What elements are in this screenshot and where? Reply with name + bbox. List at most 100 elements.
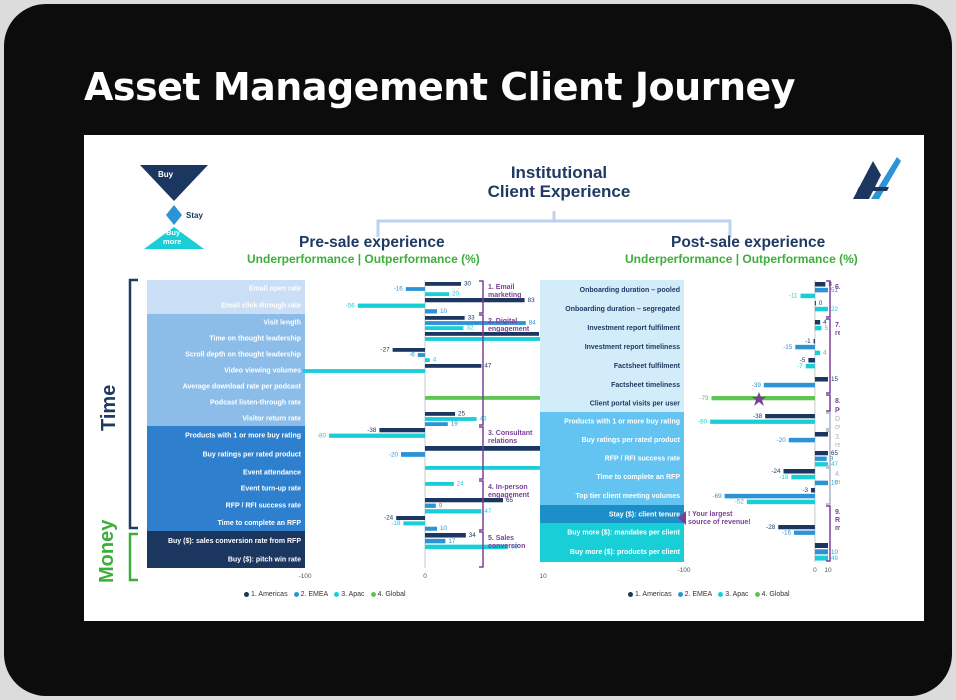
pre-bar bbox=[425, 544, 508, 550]
legend-dot-icon bbox=[334, 591, 340, 597]
pre-bar bbox=[425, 412, 455, 416]
pre-data-label: 65 bbox=[506, 497, 514, 504]
post-label-bg-4 bbox=[540, 356, 684, 375]
pre-bar bbox=[403, 521, 425, 526]
slide-canvas: Buy Stay Buy more Institutional Client E… bbox=[84, 135, 924, 621]
section-label-line: 2. Digital bbox=[488, 318, 517, 325]
cycle-stay-label: Stay bbox=[186, 211, 203, 220]
pre-label-bg-4 bbox=[147, 346, 305, 362]
post-label-bg-7 bbox=[540, 412, 684, 430]
post-label-factsheet-fulfilment: Factsheet fulfilment bbox=[614, 363, 681, 370]
pre-sale-title: Pre-sale experience bbox=[299, 234, 445, 251]
post-sale-subtitle: Underperformance | Outperformance (%) bbox=[625, 252, 858, 266]
post-tick-label: -100 bbox=[677, 567, 690, 574]
post-label-bg-0 bbox=[540, 280, 684, 299]
pre-bar bbox=[425, 321, 526, 325]
post-label-rfp-rfi-success-rate: RFP / RFI success rate bbox=[605, 456, 680, 463]
section-label-line: 1. Email bbox=[488, 284, 515, 291]
post-section-bracket bbox=[826, 467, 831, 505]
section-label-line: portal bbox=[835, 406, 840, 413]
pre-data-label: -27 bbox=[380, 346, 390, 353]
pre-label-time-on-thought-leadership: Time on thought leadership bbox=[209, 336, 301, 343]
pre-label-bg-5 bbox=[147, 362, 305, 378]
post-section-bracket bbox=[826, 280, 831, 318]
legend-dot-icon bbox=[370, 591, 376, 597]
post-tick-label: 10 bbox=[824, 567, 832, 574]
pre-bar bbox=[425, 533, 466, 538]
post-bar bbox=[814, 555, 828, 561]
post-label-bg-13 bbox=[540, 523, 684, 541]
pre-bar bbox=[425, 309, 437, 314]
pre-label-buy-ratings-per-rated-product: Buy ratings per rated product bbox=[203, 452, 302, 459]
pre-bar bbox=[425, 326, 464, 331]
section-label-line: overlap: bbox=[835, 424, 840, 431]
pre-label-bg-12 bbox=[147, 480, 305, 496]
pre-bar bbox=[405, 287, 425, 291]
post-bar bbox=[800, 293, 815, 299]
star-shape bbox=[752, 392, 766, 406]
legend-dot-icon bbox=[293, 591, 299, 597]
pre-bar bbox=[425, 538, 446, 544]
post-bar bbox=[814, 451, 828, 456]
legend-dot-icon bbox=[677, 591, 683, 597]
section-label-line: 6. Onboarding bbox=[835, 284, 840, 291]
section-label-line: 8. Client bbox=[835, 398, 840, 405]
section-label-line: 7. Client bbox=[835, 322, 840, 329]
pre-data-label: 83 bbox=[528, 297, 536, 304]
pre-bar bbox=[425, 509, 482, 514]
pre-data-label: 10 bbox=[440, 525, 448, 532]
pre-label-bg-2 bbox=[147, 314, 305, 330]
post-label-onboarding-duration-pooled: Onboarding duration – pooled bbox=[580, 287, 680, 294]
client-portal-star-icon bbox=[752, 392, 766, 406]
legend-item: 1. Americas bbox=[628, 591, 672, 598]
post-bar bbox=[814, 301, 816, 306]
post-bar bbox=[763, 382, 815, 388]
post-bar bbox=[814, 325, 822, 331]
section-label-line: conversion bbox=[488, 543, 525, 550]
pre-label-buy-pitch-win-rate: Buy ($): pitch win rate bbox=[228, 557, 301, 564]
pre-label-bg-13 bbox=[147, 496, 305, 514]
money-axis-label: Money bbox=[96, 519, 118, 583]
post-label-onboarding-duration-segregated: Onboarding duration – segregated bbox=[565, 306, 680, 313]
post-data-label: -11 bbox=[789, 293, 798, 300]
post-bar bbox=[765, 414, 815, 419]
post-label-bg-14 bbox=[540, 541, 684, 562]
post-data-label: 9 bbox=[830, 455, 834, 462]
callout-line: ! Your largest bbox=[688, 511, 733, 518]
post-section-label-deliberate-overlap: Deliberateoverlap: bbox=[835, 416, 840, 431]
section-label-line: 4. In-person bbox=[488, 484, 528, 491]
post-section-label-9-relationship-management: 9.Relationshipmanagement bbox=[835, 509, 840, 532]
post-data-label: 5 bbox=[824, 325, 828, 332]
pre-label-bg-0 bbox=[147, 280, 305, 296]
pre-label-time-to-complete-an-rfp: Time to complete an RFP bbox=[218, 520, 302, 527]
pre-bar bbox=[425, 292, 449, 297]
pre-label-event-turn-up-rate: Event turn-up rate bbox=[241, 486, 301, 493]
cycle-buy-label: Buy bbox=[158, 170, 174, 179]
pre-label-visitor-return-rate: Visitor return rate bbox=[242, 416, 301, 423]
pre-data-label: 47 bbox=[484, 362, 492, 369]
post-label-bg-10 bbox=[540, 467, 684, 486]
pre-label-bg-10 bbox=[147, 444, 305, 464]
post-data-label: 48 bbox=[831, 555, 839, 562]
post-label-products-with-1-or-more-buy-rating: Products with 1 or more buy rating bbox=[564, 419, 680, 426]
post-data-label: -52 bbox=[735, 499, 745, 506]
post-label-bg-3 bbox=[540, 337, 684, 356]
pre-label-visit-length: Visit length bbox=[263, 320, 301, 327]
section-label-line: 3. Consultant bbox=[835, 434, 840, 441]
post-data-label: -1 bbox=[805, 338, 811, 345]
post-data-label: 22 bbox=[831, 306, 839, 313]
post-data-label: -5 bbox=[800, 357, 806, 364]
post-data-label: -28 bbox=[766, 524, 776, 531]
legend-label: 4. Global bbox=[377, 591, 406, 598]
post-label-investment-report-timeliness: Investment report timeliness bbox=[585, 344, 680, 351]
post-data-label: -20 bbox=[777, 437, 787, 444]
pre-bar bbox=[425, 417, 477, 421]
